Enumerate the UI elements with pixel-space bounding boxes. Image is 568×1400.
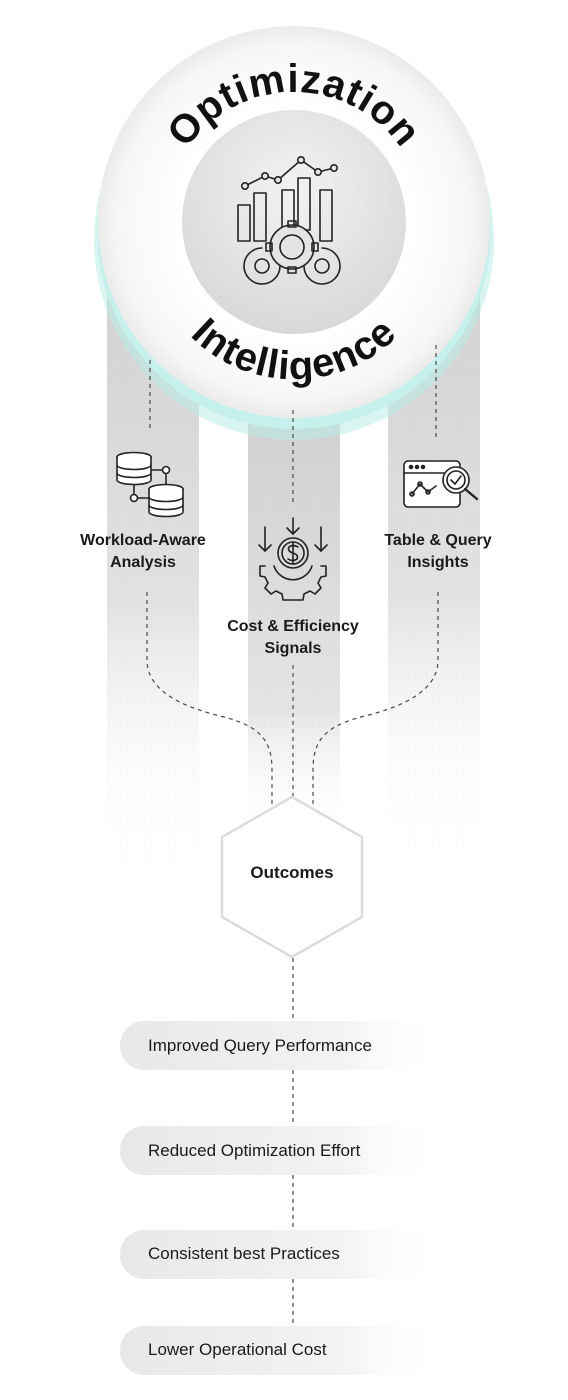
outcome-pill-2: [120, 1126, 440, 1175]
outcome-label-4: Lower Operational Cost: [148, 1340, 327, 1359]
signal-label-cost: Cost & Efficiency Signals: [227, 618, 359, 657]
outcome-pill-4: [120, 1326, 440, 1375]
signal-label-table-query: Table & Query Insights: [384, 532, 492, 571]
outcome-pill-1: [120, 1021, 440, 1070]
analytics-gears-icon: [237, 156, 341, 285]
outcome-pill-3: [120, 1230, 440, 1279]
outcome-label-3: Consistent best Practices: [148, 1244, 340, 1263]
outcome-label-2: Reduced Optimization Effort: [148, 1141, 361, 1160]
signal-connectors: [146, 592, 439, 808]
outcome-pills: [120, 1021, 440, 1375]
dollar-gear-icon: [258, 517, 328, 601]
outcomes-node-label: Outcomes: [250, 863, 334, 882]
query-inspect-icon: [403, 460, 479, 508]
signal-label-workload: Workload-Aware Analysis: [80, 532, 206, 571]
outcomes-node: [220, 795, 364, 959]
database-network-icon: [116, 451, 184, 518]
hub-connectors: [149, 345, 437, 505]
outcome-label-1: Improved Query Performance: [148, 1036, 372, 1055]
